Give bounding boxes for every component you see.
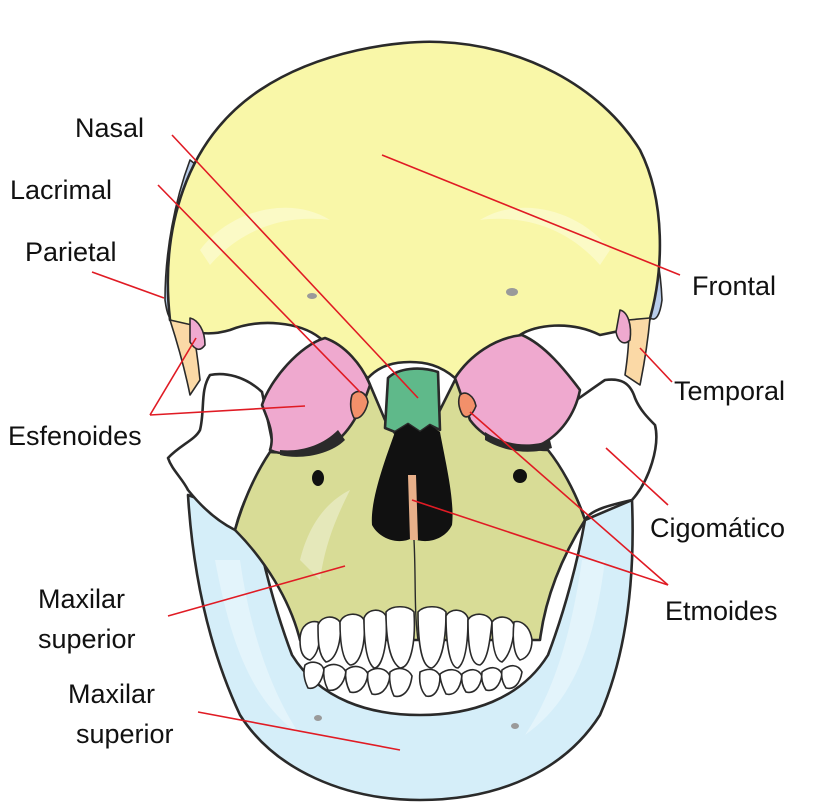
infraorbital-foramen-left — [312, 470, 324, 486]
frontal-bone — [166, 40, 662, 380]
upper-teeth — [299, 605, 533, 669]
frontal-shade — [200, 207, 330, 265]
frontal-foramen — [307, 293, 317, 299]
label-maxilar-superior-1-line1: Maxilar — [38, 584, 125, 614]
maxilla-suture — [413, 539, 419, 641]
label-maxilar-superior-2-line2: superior — [76, 719, 174, 749]
label-etmoides: Etmoides — [665, 596, 778, 626]
leader-nasal — [171, 134, 419, 399]
orbit-right — [453, 333, 582, 448]
label-frontal: Frontal — [692, 271, 776, 301]
mandible-bone — [186, 493, 634, 802]
leader-esfenoides-1 — [149, 337, 197, 416]
frontal-foramen — [506, 288, 518, 296]
label-lacrimal: Lacrimal — [10, 175, 112, 205]
sphenoid-bone-right — [615, 309, 632, 344]
leader-esfenoides-2 — [149, 405, 306, 416]
label-esfenoides: Esfenoides — [8, 421, 142, 451]
label-nasal: Nasal — [75, 113, 144, 143]
label-parietal: Parietal — [25, 237, 117, 267]
leader-etmoides-1 — [469, 411, 669, 586]
lacrimal-bone-left — [349, 390, 369, 420]
lower-teeth — [303, 661, 523, 698]
infraorbital-foramen-right — [513, 469, 527, 483]
mandible-shade — [215, 560, 300, 735]
orbit-right-shadow — [485, 432, 552, 452]
leader-maxilar-superior-1 — [167, 565, 346, 617]
nasal-bone — [383, 367, 442, 434]
leader-lacrimal — [157, 184, 361, 393]
leader-frontal — [381, 154, 681, 276]
label-maxilar-superior-1-line2: superior — [38, 624, 136, 654]
mental-foramen — [314, 715, 322, 721]
leader-temporal — [639, 347, 673, 383]
label-cigomatico: Cigomático — [650, 513, 785, 543]
maxilla-shade — [300, 490, 350, 580]
mandible-shade — [525, 560, 605, 735]
frontal-shade — [480, 207, 610, 265]
label-maxilar-superior-2-line1: Maxilar — [68, 679, 155, 709]
label-temporal: Temporal — [674, 376, 785, 406]
leader-lines — [91, 134, 681, 751]
leader-cigomatico — [605, 447, 669, 506]
mental-foramen — [511, 723, 519, 729]
ethmoid-septum — [408, 475, 418, 540]
leader-etmoides-2 — [411, 499, 669, 586]
leader-maxilar-superior-2 — [197, 711, 401, 751]
lacrimal-bone-right — [457, 392, 477, 418]
leader-parietal — [91, 271, 165, 299]
orbit-left-shadow — [280, 430, 345, 457]
